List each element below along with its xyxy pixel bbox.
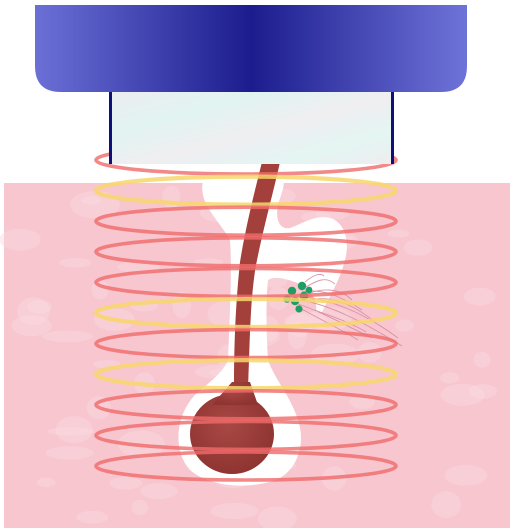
skin-texture-spot: [109, 477, 142, 490]
skin-texture-spot: [0, 229, 41, 251]
skin-texture-spot: [388, 230, 410, 238]
handpiece-icon: [35, 5, 467, 92]
skin-texture-spot: [440, 372, 459, 383]
skin-texture-spot: [431, 491, 461, 518]
skin-texture-spot: [37, 478, 56, 487]
skin-texture-spot: [46, 446, 94, 459]
skin-texture-spot: [404, 239, 432, 255]
skin-texture-spot: [464, 288, 496, 306]
skin-texture-spot: [140, 483, 178, 499]
skin-texture-spot: [76, 511, 108, 524]
crystal-tip-icon: [109, 88, 394, 164]
skin-texture-spot: [17, 297, 50, 325]
skin-texture-spot: [444, 465, 487, 486]
skin-texture-spot: [59, 258, 91, 268]
skin-texture-spot: [395, 320, 414, 332]
skin-texture-spot: [132, 500, 148, 515]
skin-texture-spot: [42, 330, 92, 342]
skin-texture-spot: [56, 416, 93, 443]
skin-texture-spot: [82, 196, 101, 204]
skin-texture-spot: [473, 352, 490, 368]
skin-texture-spot: [469, 384, 497, 399]
skin-texture-spot: [211, 503, 259, 519]
hair-bulb-icon: [190, 394, 274, 474]
skin-texture-spot: [92, 280, 109, 300]
